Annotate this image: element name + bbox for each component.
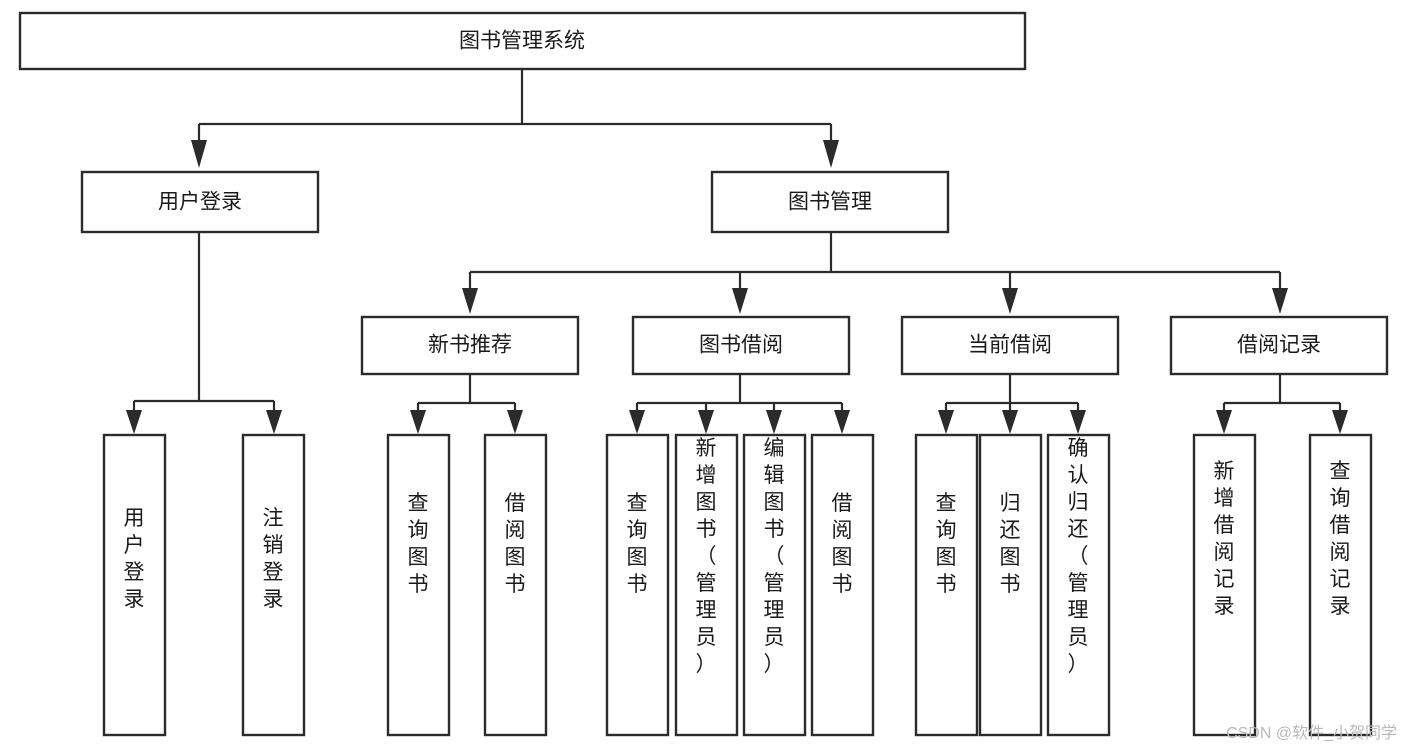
node-borrow-record-box bbox=[1169, 315, 1389, 376]
node-book-management-box bbox=[710, 170, 950, 234]
arrow-head-user-login bbox=[191, 140, 207, 168]
node-root-system[interactable]: 图书管理系统 bbox=[18, 11, 1027, 71]
node-book-borrow-box bbox=[631, 315, 851, 376]
arrow-head-leaf-currentborrow-1 bbox=[1002, 410, 1018, 434]
connector-group-borrow-record bbox=[1216, 374, 1348, 434]
node-current-borrow[interactable]: 当前借阅 bbox=[900, 315, 1120, 376]
arrow-head-leaf-borrowrecord-0 bbox=[1216, 410, 1232, 434]
arrow-head-level3-2 bbox=[1002, 288, 1018, 314]
node-user-login-label: 用户登录 bbox=[158, 191, 242, 214]
leaf-node-new-book-0[interactable]: 查询图书 bbox=[386, 433, 451, 737]
leaf-node-book-borrow-3[interactable]: 借阅图书 bbox=[810, 433, 875, 737]
node-root-label: 图书管理系统 bbox=[459, 30, 585, 53]
leaf-box-book-borrow-2 bbox=[742, 433, 807, 737]
node-new-book-recommend-box bbox=[360, 315, 580, 376]
leaf-node-user-login-0[interactable]: 用户登录 bbox=[102, 433, 167, 737]
csdn-watermark: CSDN @软件_小贺同学 bbox=[1226, 725, 1397, 742]
leaf-label-borrow-record-1: 查询借阅记录 bbox=[1330, 460, 1351, 618]
node-current-borrow-label: 当前借阅 bbox=[968, 334, 1052, 357]
arrow-head-leaf-newbook-1 bbox=[507, 410, 523, 434]
leaf-box-current-borrow-2 bbox=[1046, 433, 1111, 737]
leaf-node-borrow-record-0[interactable]: 新增借阅记录 bbox=[1192, 433, 1257, 737]
node-borrow-record[interactable]: 借阅记录 bbox=[1169, 315, 1389, 376]
arrow-head-leaf-newbook-0 bbox=[410, 410, 426, 434]
connector-group-book-borrow bbox=[629, 374, 850, 434]
arrow-head-leaf-bookborrow-1 bbox=[698, 410, 714, 434]
leaf-box-current-borrow-0 bbox=[914, 433, 979, 737]
leaf-box-new-book-1 bbox=[483, 433, 548, 737]
leaf-box-book-borrow-0 bbox=[605, 433, 670, 737]
arrow-head-leaf-user-login-1 bbox=[266, 410, 282, 434]
node-borrow-record-label: 借阅记录 bbox=[1237, 334, 1321, 357]
leaf-label-borrow-record-0: 新增借阅记录 bbox=[1214, 460, 1235, 618]
node-current-borrow-box bbox=[900, 315, 1120, 376]
leaf-box-book-borrow-1 bbox=[674, 433, 739, 737]
connector-group-new-book bbox=[410, 374, 523, 434]
leaf-node-book-borrow-0[interactable]: 查询图书 bbox=[605, 433, 670, 737]
leaf-label-current-borrow-0: 查询图书 bbox=[936, 492, 957, 596]
node-book-borrow-label: 图书借阅 bbox=[699, 334, 783, 357]
leaf-label-new-book-1: 借阅图书 bbox=[505, 492, 526, 596]
node-book-management-label: 图书管理 bbox=[788, 191, 872, 214]
node-book-borrow[interactable]: 图书借阅 bbox=[631, 315, 851, 376]
node-root-box bbox=[18, 11, 1027, 71]
leaf-label-user-login-0: 用户登录 bbox=[124, 507, 145, 611]
arrow-head-leaf-borrowrecord-1 bbox=[1332, 410, 1348, 434]
arrow-head-leaf-bookborrow-0 bbox=[629, 410, 645, 434]
leaf-box-borrow-record-1 bbox=[1308, 433, 1373, 737]
leaf-node-new-book-1[interactable]: 借阅图书 bbox=[483, 433, 548, 737]
leaf-box-user-login-0 bbox=[102, 433, 167, 737]
leaf-label-book-borrow-2: 编辑图书（管理员） bbox=[764, 437, 785, 676]
arrow-head-leaf-currentborrow-0 bbox=[938, 410, 954, 434]
leaf-label-book-borrow-1: 新增图书（管理员） bbox=[696, 437, 717, 676]
leaf-label-current-borrow-1: 归还图书 bbox=[1000, 492, 1021, 596]
leaf-box-current-borrow-1 bbox=[978, 433, 1043, 737]
node-book-management[interactable]: 图书管理 bbox=[710, 170, 950, 234]
leaf-label-book-borrow-0: 查询图书 bbox=[627, 492, 648, 596]
arrow-head-leaf-currentborrow-2 bbox=[1070, 410, 1086, 434]
leaf-node-book-borrow-2[interactable]: 编辑图书（管理员） bbox=[742, 433, 807, 737]
leaf-node-current-borrow-1[interactable]: 归还图书 bbox=[978, 433, 1043, 737]
leaf-box-book-borrow-3 bbox=[810, 433, 875, 737]
leaf-node-user-login-1[interactable]: 注销登录 bbox=[241, 433, 306, 737]
node-new-book-recommend-label: 新书推荐 bbox=[428, 334, 512, 357]
leaf-label-user-login-1: 注销登录 bbox=[263, 507, 284, 611]
leaf-node-borrow-record-1[interactable]: 查询借阅记录 bbox=[1308, 433, 1373, 737]
node-user-login[interactable]: 用户登录 bbox=[80, 170, 320, 234]
arrow-head-level3-0 bbox=[462, 288, 478, 314]
leaf-box-user-login-1 bbox=[241, 433, 306, 737]
leaf-label-current-borrow-2: 确认归还（管理员） bbox=[1068, 437, 1089, 676]
arrow-head-leaf-bookborrow-3 bbox=[834, 410, 850, 434]
leaf-box-borrow-record-0 bbox=[1192, 433, 1257, 737]
node-new-book-recommend[interactable]: 新书推荐 bbox=[360, 315, 580, 376]
arrow-head-level3-1 bbox=[732, 288, 748, 314]
arrow-head-book-mgmt bbox=[823, 140, 839, 168]
arrow-head-level3-3 bbox=[1272, 288, 1288, 314]
leaf-node-current-borrow-2[interactable]: 确认归还（管理员） bbox=[1046, 433, 1111, 737]
connector-group-root bbox=[191, 69, 839, 168]
connector-group-current-borrow bbox=[938, 374, 1086, 434]
leaf-box-new-book-0 bbox=[386, 433, 451, 737]
connector-group-book-mgmt bbox=[462, 232, 1288, 314]
node-user-login-box bbox=[80, 170, 320, 234]
leaf-node-book-borrow-1[interactable]: 新增图书（管理员） bbox=[674, 433, 739, 737]
leaf-node-current-borrow-0[interactable]: 查询图书 bbox=[914, 433, 979, 737]
connector-group-user-login bbox=[126, 232, 282, 434]
arrow-head-leaf-bookborrow-2 bbox=[766, 410, 782, 434]
leaf-label-book-borrow-3: 借阅图书 bbox=[832, 492, 853, 596]
leaf-label-new-book-0: 查询图书 bbox=[408, 492, 429, 596]
arrow-head-leaf-user-login-0 bbox=[126, 410, 142, 434]
